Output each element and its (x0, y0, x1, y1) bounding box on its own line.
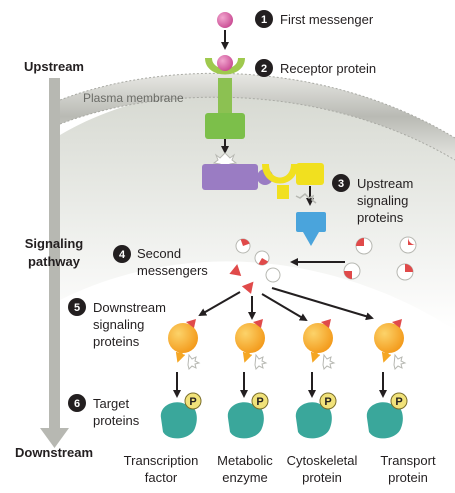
second-messengers (229, 236, 417, 294)
bound-second-messenger (392, 319, 402, 328)
phosphate-group: P (184, 392, 202, 410)
step-label-line: proteins (93, 334, 140, 349)
phosphate-label: P (324, 396, 331, 408)
target-protein: P (160, 392, 202, 439)
downstream-signaling-protein: P (295, 319, 337, 439)
step-number: 3 (338, 178, 344, 190)
step-number: 2 (261, 63, 267, 75)
step-number-badge (68, 394, 86, 412)
step-2: 2 Receptor protein (255, 59, 376, 77)
upstream-downstream-arrow (40, 78, 69, 448)
step-label-line: Receptor protein (280, 61, 376, 76)
activation-burst (212, 152, 238, 169)
phosphate-label: P (189, 396, 196, 408)
target-label-line: protein (388, 470, 428, 485)
step-number-badge (68, 298, 86, 316)
step-label-line: Second (137, 246, 181, 261)
step-number: 1 (261, 14, 267, 26)
downstream-signaling-protein: P (366, 319, 408, 439)
target-label: Transport protein (380, 453, 436, 485)
step-number: 4 (119, 249, 126, 261)
target-label: Metabolic enzyme (217, 453, 273, 485)
step-number: 5 (74, 302, 80, 314)
step-5: 5 Downstream signaling proteins (68, 298, 166, 349)
signaling-label-line2: pathway (28, 254, 81, 269)
blue-upstream-protein (296, 212, 326, 246)
step-label-line: proteins (357, 210, 404, 225)
receptor-protein (205, 55, 245, 139)
upstream-label: Upstream (24, 59, 84, 74)
target-label-line: protein (302, 470, 342, 485)
phosphate-group: P (390, 392, 408, 410)
bound-messenger (217, 55, 233, 71)
target-protein: P (227, 392, 269, 439)
membrane-label: Plasma membrane (83, 91, 184, 105)
target-label: Cytoskeletal protein (287, 453, 358, 485)
target-label-line: factor (145, 470, 178, 485)
target-label-line: Cytoskeletal (287, 453, 358, 468)
downstream-signaling-protein: P (160, 319, 202, 439)
phosphate-group: P (251, 392, 269, 410)
phosphate-group: P (319, 392, 337, 410)
step-label-line: signaling (93, 317, 144, 332)
phosphate-label: P (256, 396, 263, 408)
bound-second-messenger (186, 319, 196, 328)
step-label-line: messengers (137, 263, 208, 278)
target-protein: P (295, 392, 337, 439)
target-label-line: Transcription (124, 453, 199, 468)
target-protein: P (366, 392, 408, 439)
target-label-line: enzyme (222, 470, 268, 485)
step-number-badge (255, 10, 273, 28)
step-number-badge (332, 174, 350, 192)
step-label-line: First messenger (280, 12, 374, 27)
target-label: Transcription factor (124, 453, 199, 485)
step-label-line: signaling (357, 193, 408, 208)
downstream-signaling-protein: P (227, 319, 269, 439)
step-1: 1 First messenger (255, 10, 374, 28)
step-4: 4 Second messengers (113, 245, 208, 278)
downstream-label: Downstream (15, 445, 93, 460)
step-label-line: Downstream (93, 300, 166, 315)
bound-second-messenger (321, 319, 331, 328)
step-6: 6 Target proteins (68, 394, 140, 428)
plasma-membrane (60, 73, 455, 160)
step-number: 6 (74, 398, 80, 410)
bound-second-messenger (253, 319, 263, 328)
signaling-label-line1: Signaling (25, 236, 84, 251)
upstream-signaling-complex (202, 163, 324, 199)
target-label-line: Metabolic (217, 453, 273, 468)
phosphate-label: P (395, 396, 402, 408)
target-label-line: Transport (380, 453, 436, 468)
step-number-badge (255, 59, 273, 77)
step-number-badge (113, 245, 131, 263)
step-label-line: proteins (93, 413, 140, 428)
first-messenger-molecule (217, 12, 233, 28)
step-label-line: Upstream (357, 176, 413, 191)
step-label-line: Target (93, 396, 130, 411)
step-3: 3 Upstream signaling proteins (332, 174, 413, 225)
